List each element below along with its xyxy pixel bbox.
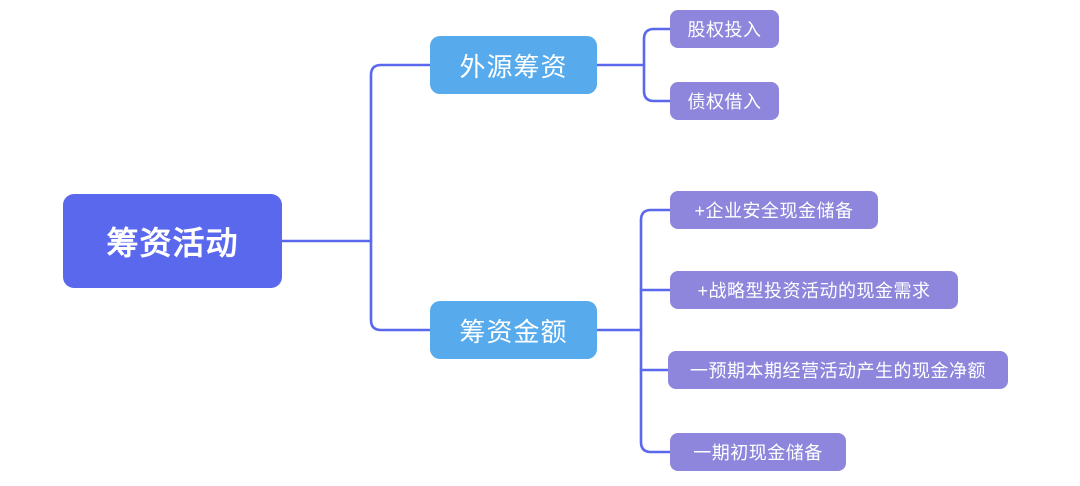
root-node-financing-activities[interactable]: 筹资活动 [63,194,282,288]
leaf-node-strategic-investment-cash-need[interactable]: +战略型投资活动的现金需求 [670,271,958,309]
root-node-label: 筹资活动 [106,225,239,261]
leaf-node-label: 股权投入 [687,20,762,40]
leaf-node-label: 一期初现金储备 [693,443,823,463]
branch-node-financing-amount[interactable]: 筹资金额 [430,301,597,359]
leaf-node-label: +战略型投资活动的现金需求 [697,281,931,301]
edge-trunk-branches [369,63,432,332]
branch-node-external-financing[interactable]: 外源筹资 [430,36,597,94]
edge-branch2-leaves-outer [639,208,672,454]
leaf-node-debt-borrowing[interactable]: 债权借入 [670,82,779,120]
leaf-node-opening-cash-reserve[interactable]: 一期初现金储备 [670,433,846,471]
branch-node-label: 外源筹资 [459,51,568,82]
edge-branch1-leaves [642,27,672,103]
branch-node-label: 筹资金额 [459,316,568,347]
leaf-node-label: 一预期本期经营活动产生的现金净额 [690,361,986,381]
leaf-node-expected-operating-net-cash[interactable]: 一预期本期经营活动产生的现金净额 [668,351,1008,389]
leaf-node-equity-investment[interactable]: 股权投入 [670,10,779,48]
leaf-node-label: +企业安全现金储备 [694,201,854,221]
leaf-node-label: 债权借入 [687,92,762,112]
leaf-node-safety-cash-reserve[interactable]: +企业安全现金储备 [670,191,878,229]
